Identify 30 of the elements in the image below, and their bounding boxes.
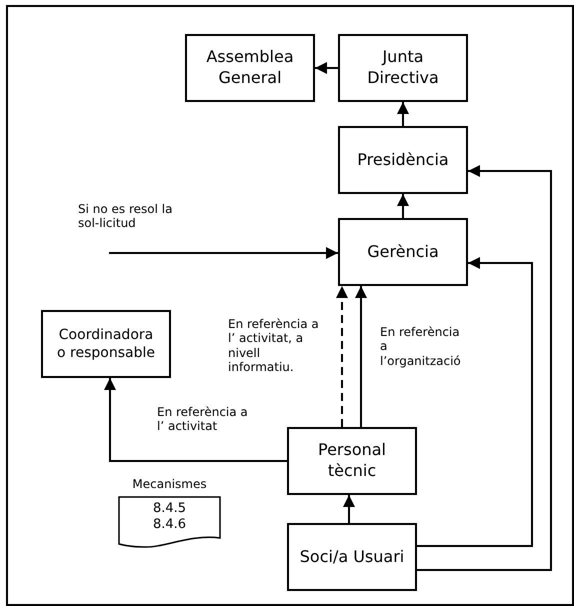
process-box [338,34,468,102]
node-label: 8.4.5 8.4.6 [152,500,188,534]
edge-label: En referència a l’ activitat [157,405,249,434]
node-label: Junta Directiva [366,47,440,89]
node-label: Soci/a Usuari [300,546,404,568]
node-label: Presidència [357,150,449,170]
node-label: Assemblea General [205,47,295,89]
arrow [315,62,338,74]
process-box [185,34,315,102]
arrow [109,247,338,259]
edge-label: En referència a l’ activitat, a nivell informatiu. [228,317,320,375]
arrow [343,495,355,523]
arrow [417,165,552,571]
edge-label: En referència a l’organització [380,325,462,368]
process-box [287,427,417,495]
process-box [287,523,417,591]
process-box [338,126,468,194]
edge-label: Si no es resol la sol-licitud [78,202,174,231]
arrow [397,194,409,218]
arrow [355,286,367,427]
node-label: Mecanismes [132,477,207,491]
process-box [338,218,468,286]
arrow [417,257,533,547]
node-label: Coordinadora o responsable [56,326,156,362]
node-label: Personal tècnic [316,440,387,482]
arrow [104,378,287,462]
arrow [397,102,409,126]
node-label: Gerència [367,242,439,262]
arrow [336,286,348,427]
process-box [41,310,171,378]
